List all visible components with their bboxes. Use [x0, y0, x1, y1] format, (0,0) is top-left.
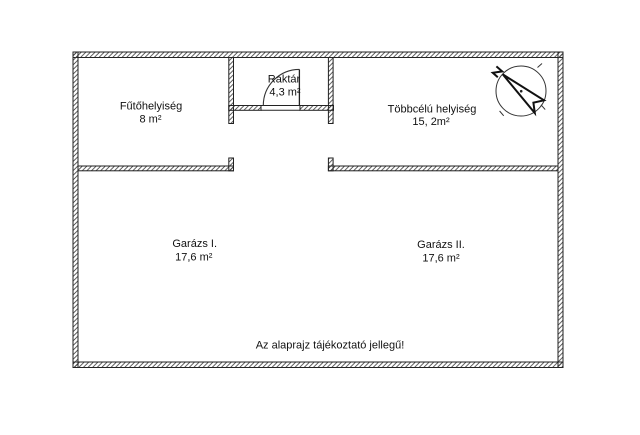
svg-text:Garázs II.: Garázs II.: [417, 239, 465, 251]
svg-text:15, 2m²: 15, 2m²: [412, 116, 450, 128]
svg-text:Többcélú helyiség: Többcélú helyiség: [388, 104, 477, 116]
svg-text:Raktár: Raktár: [268, 74, 301, 86]
svg-text:Az alaprajz tájékoztató jelleg: Az alaprajz tájékoztató jellegű!: [256, 340, 405, 352]
svg-text:17,6 m²: 17,6 m²: [422, 252, 460, 264]
svg-text:17,6 m²: 17,6 m²: [175, 251, 213, 263]
svg-text:8 m²: 8 m²: [140, 113, 162, 125]
svg-text:4,3 m²: 4,3 m²: [269, 87, 301, 99]
svg-text:Garázs I.: Garázs I.: [172, 238, 217, 250]
svg-text:Fűtőhelyiség: Fűtőhelyiség: [120, 101, 182, 113]
